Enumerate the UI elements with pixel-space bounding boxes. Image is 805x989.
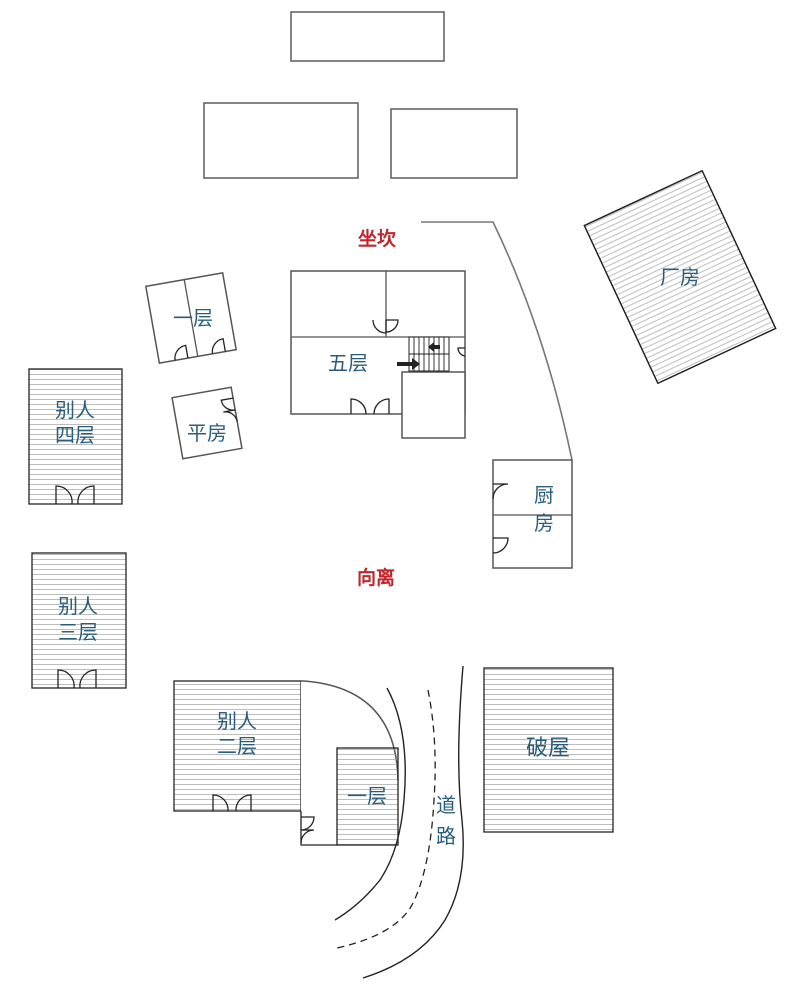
others-two-storey-building: 别人 二层 (173, 680, 302, 812)
single-storey-bottom-label: 一层 (347, 784, 387, 808)
factory-label: 厂房 (660, 265, 700, 289)
garden-path (421, 221, 573, 461)
others-three-label-line2: 三层 (58, 620, 98, 644)
south-direction-label: 向离 (357, 566, 395, 589)
kitchen-building: 厨 房 (492, 459, 573, 569)
flat-house-label: 平房 (187, 421, 227, 445)
others-four-label-line1: 别人 (55, 398, 95, 422)
others-three-storey-building: 别人 三层 (31, 552, 127, 689)
five-storey-label: 五层 (328, 351, 368, 375)
north-direction-label: 坐坎 (358, 227, 396, 250)
road: 道 路 (334, 665, 464, 979)
single-storey-bottom-building: 一层 (336, 747, 399, 846)
others-four-storey-building: 别人 四层 (28, 368, 123, 505)
staircase (397, 336, 450, 372)
flat-house-building: 平房 (171, 386, 243, 460)
single-storey-left-label: 一层 (173, 306, 213, 330)
top-building (290, 11, 445, 62)
others-three-label-line1: 别人 (58, 594, 98, 618)
kitchen-label-line1: 厨 (534, 483, 554, 507)
factory-building: 厂房 (583, 169, 777, 385)
upper-right-building (390, 108, 518, 179)
single-storey-left-building: 一层 (144, 271, 238, 365)
ruined-house-building: 破屋 (483, 667, 614, 833)
road-label-line1: 道 (436, 793, 456, 817)
upper-left-building (203, 102, 359, 179)
road-label-line2: 路 (436, 824, 456, 848)
ruined-house-label: 破屋 (526, 736, 570, 761)
others-two-label-line1: 别人 (217, 709, 257, 733)
kitchen-label-line2: 房 (534, 511, 554, 535)
others-two-label-line2: 二层 (217, 734, 257, 758)
others-four-label-line2: 四层 (55, 423, 95, 447)
five-storey-building: 五层 (290, 270, 466, 439)
